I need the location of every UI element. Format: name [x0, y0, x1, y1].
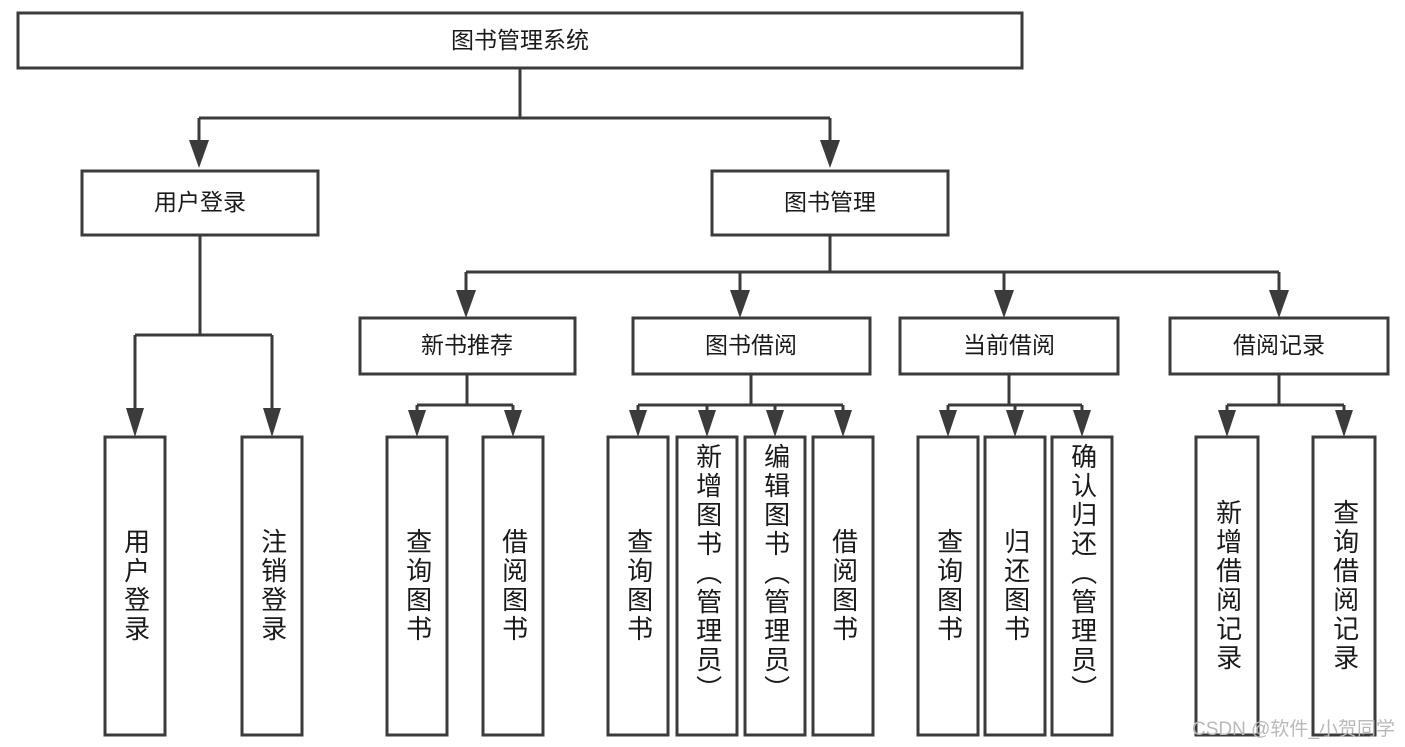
arrowhead-bookborrow-l1 [629, 410, 647, 437]
arrowhead-currentborrow-l2 [1006, 410, 1024, 437]
leaf-box-query-borrow-record[interactable] [1311, 435, 1377, 737]
node-root-system-label: 图书管理系统 [451, 27, 589, 53]
leaf-box-borrow-book-new[interactable] [481, 435, 545, 737]
leaf-box-add-borrow-record[interactable] [1194, 435, 1260, 737]
node-user-login-label: 用户登录 [154, 189, 246, 215]
node-current-borrow-box [898, 316, 1120, 376]
node-borrow-record-box [1168, 316, 1390, 376]
arrowhead-newbook-l2 [504, 410, 522, 437]
node-new-book-recommend-label: 新书推荐 [421, 332, 513, 358]
arrowhead-borrowrecord-l1 [1218, 410, 1236, 437]
node-book-borrow[interactable]: 图书借阅 [631, 316, 872, 376]
arrowhead-bookmgmt-c2 [730, 290, 750, 318]
arrowhead-currentborrow-l3 [1073, 410, 1091, 437]
leaf-box-query-book-borrow[interactable] [606, 435, 670, 737]
node-book-management-box [710, 169, 950, 237]
leaf-box-user-login[interactable] [103, 435, 167, 737]
node-book-borrow-box [631, 316, 872, 376]
arrowhead-borrowrecord-l2 [1335, 410, 1353, 437]
node-root-system[interactable]: 图书管理系统 [16, 11, 1024, 70]
leaf-box-return-book[interactable] [983, 435, 1047, 737]
leaf-box-edit-book-admin[interactable] [743, 435, 807, 737]
node-current-borrow[interactable]: 当前借阅 [898, 316, 1120, 376]
node-book-borrow-label: 图书借阅 [705, 332, 797, 358]
arrowhead-to-userlogin [189, 140, 209, 168]
arrowhead-bookmgmt-c1 [456, 290, 476, 318]
node-borrow-record[interactable]: 借阅记录 [1168, 316, 1390, 376]
arrowhead-newbook-l1 [408, 410, 426, 437]
node-book-management[interactable]: 图书管理 [710, 169, 950, 237]
leaf-box-query-book-current[interactable] [916, 435, 980, 737]
node-root-system-box [16, 11, 1024, 70]
arrowhead-currentborrow-l1 [939, 410, 957, 437]
arrowhead-bookborrow-l4 [834, 410, 852, 437]
arrowhead-bookborrow-l3 [766, 410, 784, 437]
arrowhead-userlogin-leaf1 [126, 408, 144, 437]
node-new-book-recommend[interactable]: 新书推荐 [358, 316, 577, 376]
leaf-box-query-book-new[interactable] [385, 435, 449, 737]
arrowhead-to-bookmgmt [820, 140, 840, 168]
leaf-box-logout[interactable] [240, 435, 304, 737]
arrowhead-bookmgmt-c3 [994, 290, 1014, 318]
arrowhead-bookmgmt-c4 [1269, 290, 1289, 318]
watermark-text: CSDN @软件_小贺同学 [1192, 719, 1395, 740]
leaf-box-borrow-book[interactable] [811, 435, 875, 737]
leaf-box-add-book-admin[interactable] [675, 435, 739, 737]
leaf-box-confirm-return-admin[interactable] [1050, 435, 1114, 737]
node-current-borrow-label: 当前借阅 [963, 332, 1055, 358]
arrowhead-bookborrow-l2 [698, 410, 716, 437]
node-borrow-record-label: 借阅记录 [1233, 332, 1325, 358]
node-new-book-recommend-box [358, 316, 577, 376]
arrowhead-userlogin-leaf2 [263, 408, 281, 437]
node-user-login[interactable]: 用户登录 [80, 169, 320, 237]
node-book-management-label: 图书管理 [784, 189, 876, 215]
